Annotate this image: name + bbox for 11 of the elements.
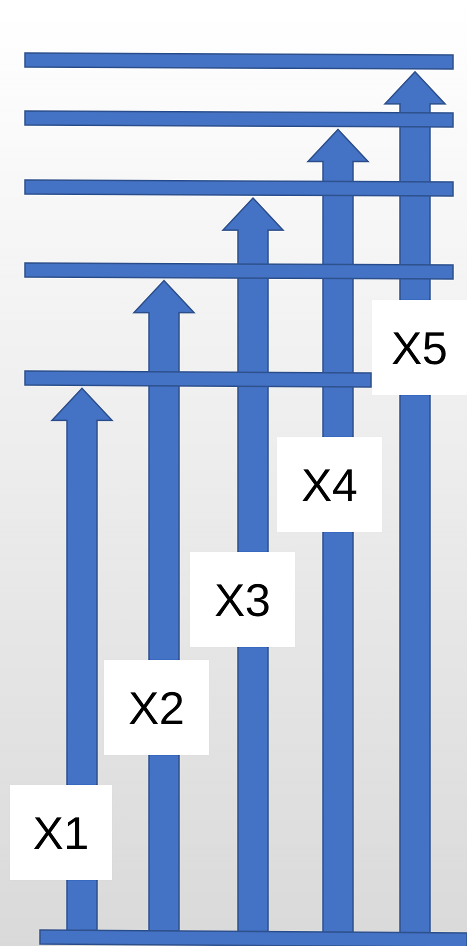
level-bar — [39, 929, 467, 946]
level-bar — [24, 179, 454, 197]
edge-label: X5 — [372, 300, 467, 395]
edge-label: X1 — [10, 785, 112, 880]
level-bar — [24, 110, 454, 128]
edge-label: X2 — [104, 660, 209, 755]
level-bar — [24, 262, 454, 280]
edge-label: X4 — [277, 437, 382, 532]
level-bar — [24, 52, 454, 70]
edge-label: X3 — [190, 552, 295, 647]
level-bar — [24, 370, 372, 388]
